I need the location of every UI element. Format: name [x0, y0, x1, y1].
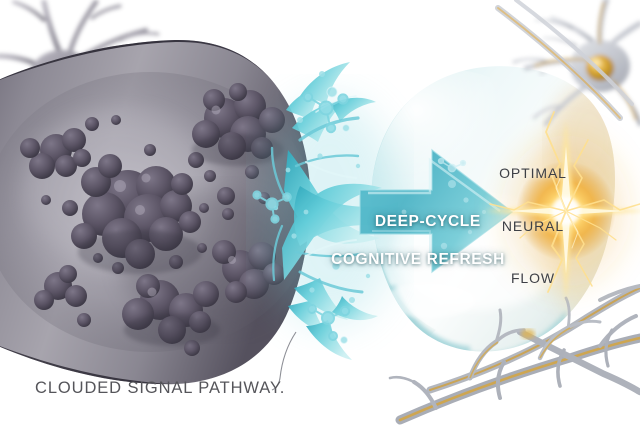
clouded-signal-pathway-caption: CLOUDED SIGNAL PATHWAY. — [35, 379, 286, 397]
arrow-label-line2: COGNITIVE REFRESH — [331, 251, 505, 268]
arrow-label: DEEP-CYCLE COGNITIVE REFRESH — [331, 193, 505, 307]
dendrite-branch — [388, 284, 640, 425]
molecule-glyph — [252, 91, 351, 341]
caption-leader-line — [271, 331, 297, 391]
flow-label-line2: NEURAL — [501, 217, 565, 234]
flow-label-line1: OPTIMAL — [499, 165, 567, 181]
background-neuron-right — [495, 0, 640, 127]
amyloid-plaque-cluster — [20, 83, 285, 356]
teal-liquid-splash — [252, 62, 400, 360]
arrow-label-line1: DEEP-CYCLE — [374, 213, 481, 230]
flow-label-line3: FLOW — [510, 270, 556, 286]
optimal-neural-flow-label: OPTIMAL NEURAL FLOW — [499, 130, 567, 323]
teal-block-arrow — [359, 148, 514, 274]
golden-energy-burst — [484, 111, 640, 303]
